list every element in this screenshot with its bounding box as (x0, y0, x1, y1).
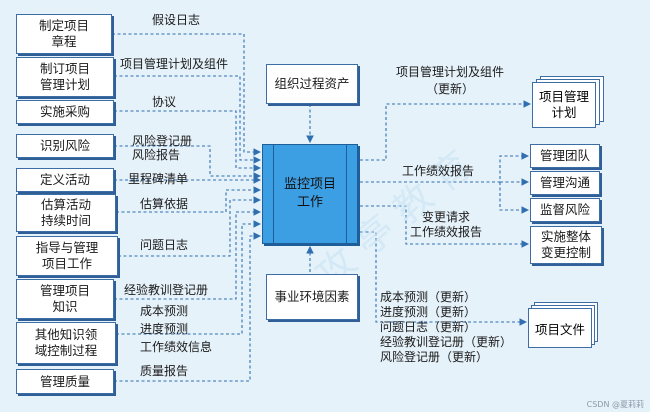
input-label-5: 里程碑清单 (128, 172, 189, 186)
connector-output-risk (499, 182, 530, 214)
output-label-perf: 工作绩效报告 (402, 164, 475, 178)
output-label-docs: 成本预测（更新） 进度预测（更新） 问题日志（更新） 经验教训登记册（更新） 风… (380, 290, 513, 364)
input-label-2: 项目管理计划及组件 (120, 57, 229, 71)
enterprise-env-factors-box: 事业环境因素 (266, 274, 358, 320)
integrated-change-control-box: 实施整体 变更控制 (530, 226, 602, 264)
connector-input-7 (118, 196, 262, 257)
connector-input-4 (114, 145, 262, 180)
input-box-2: 制订项目 管理计划 (16, 57, 114, 97)
input-label-7: 问题日志 (140, 238, 189, 252)
input-box-8: 管理项目 知识 (16, 279, 114, 319)
connector-input-10 (114, 232, 262, 382)
input-label-3: 协议 (152, 95, 177, 109)
connector-input-3 (114, 110, 262, 172)
output-label-change: 变更请求 工作绩效报告 (410, 210, 483, 239)
input-label-8: 经验教训登记册 (124, 283, 209, 297)
connector-output-plan (360, 100, 532, 161)
output-label-plan: 项目管理计划及组件 （更新） (396, 65, 505, 96)
input-box-7: 指导与管理 项目工作 (16, 236, 118, 276)
connector-input-2 (114, 75, 262, 164)
monitor-control-work-box: 监控项目 工作 (262, 144, 358, 244)
input-label-6: 估算依据 (140, 197, 189, 211)
connector-output-docs (360, 231, 528, 326)
manage-team-box: 管理团队 (530, 144, 600, 168)
input-label-1: 假设日志 (152, 13, 201, 27)
connector-input-9 (116, 220, 262, 335)
input-box-1: 制定项目 章程 (16, 14, 112, 54)
input-label-9: 成本预测 进度预测 工作绩效信息 (140, 304, 213, 354)
input-box-3: 实施采购 (16, 100, 114, 124)
center-title: 监控项目 工作 (273, 145, 347, 243)
project-documents-label: 项目文件 (528, 308, 592, 348)
input-box-5: 定义活动 (16, 168, 114, 192)
connector-input-8 (114, 208, 262, 300)
monitor-risks-box: 监督风险 (530, 198, 600, 222)
project-documents: 项目文件 (528, 302, 598, 348)
input-label-10: 质量报告 (140, 364, 189, 378)
org-process-assets-box: 组织过程资产 (266, 64, 358, 104)
input-box-4: 识别风险 (16, 134, 114, 158)
input-box-9: 其他知识领 域控制过程 (16, 322, 116, 364)
watermark: CSDN @夏莉莉 (586, 400, 644, 409)
project-plan-document: 项目管理 计划 (532, 76, 604, 128)
connector-input-6 (116, 186, 262, 213)
input-box-10: 管理质量 (16, 369, 114, 394)
manage-communications-box: 管理沟通 (530, 171, 600, 195)
connector-output-change (360, 205, 530, 248)
project-plan-doc-label: 项目管理 计划 (532, 82, 596, 128)
input-label-4: 风险登记册 风险报告 (132, 134, 193, 162)
connector-input-1 (112, 33, 262, 156)
input-box-6: 估算活动 持续时间 (16, 194, 116, 232)
